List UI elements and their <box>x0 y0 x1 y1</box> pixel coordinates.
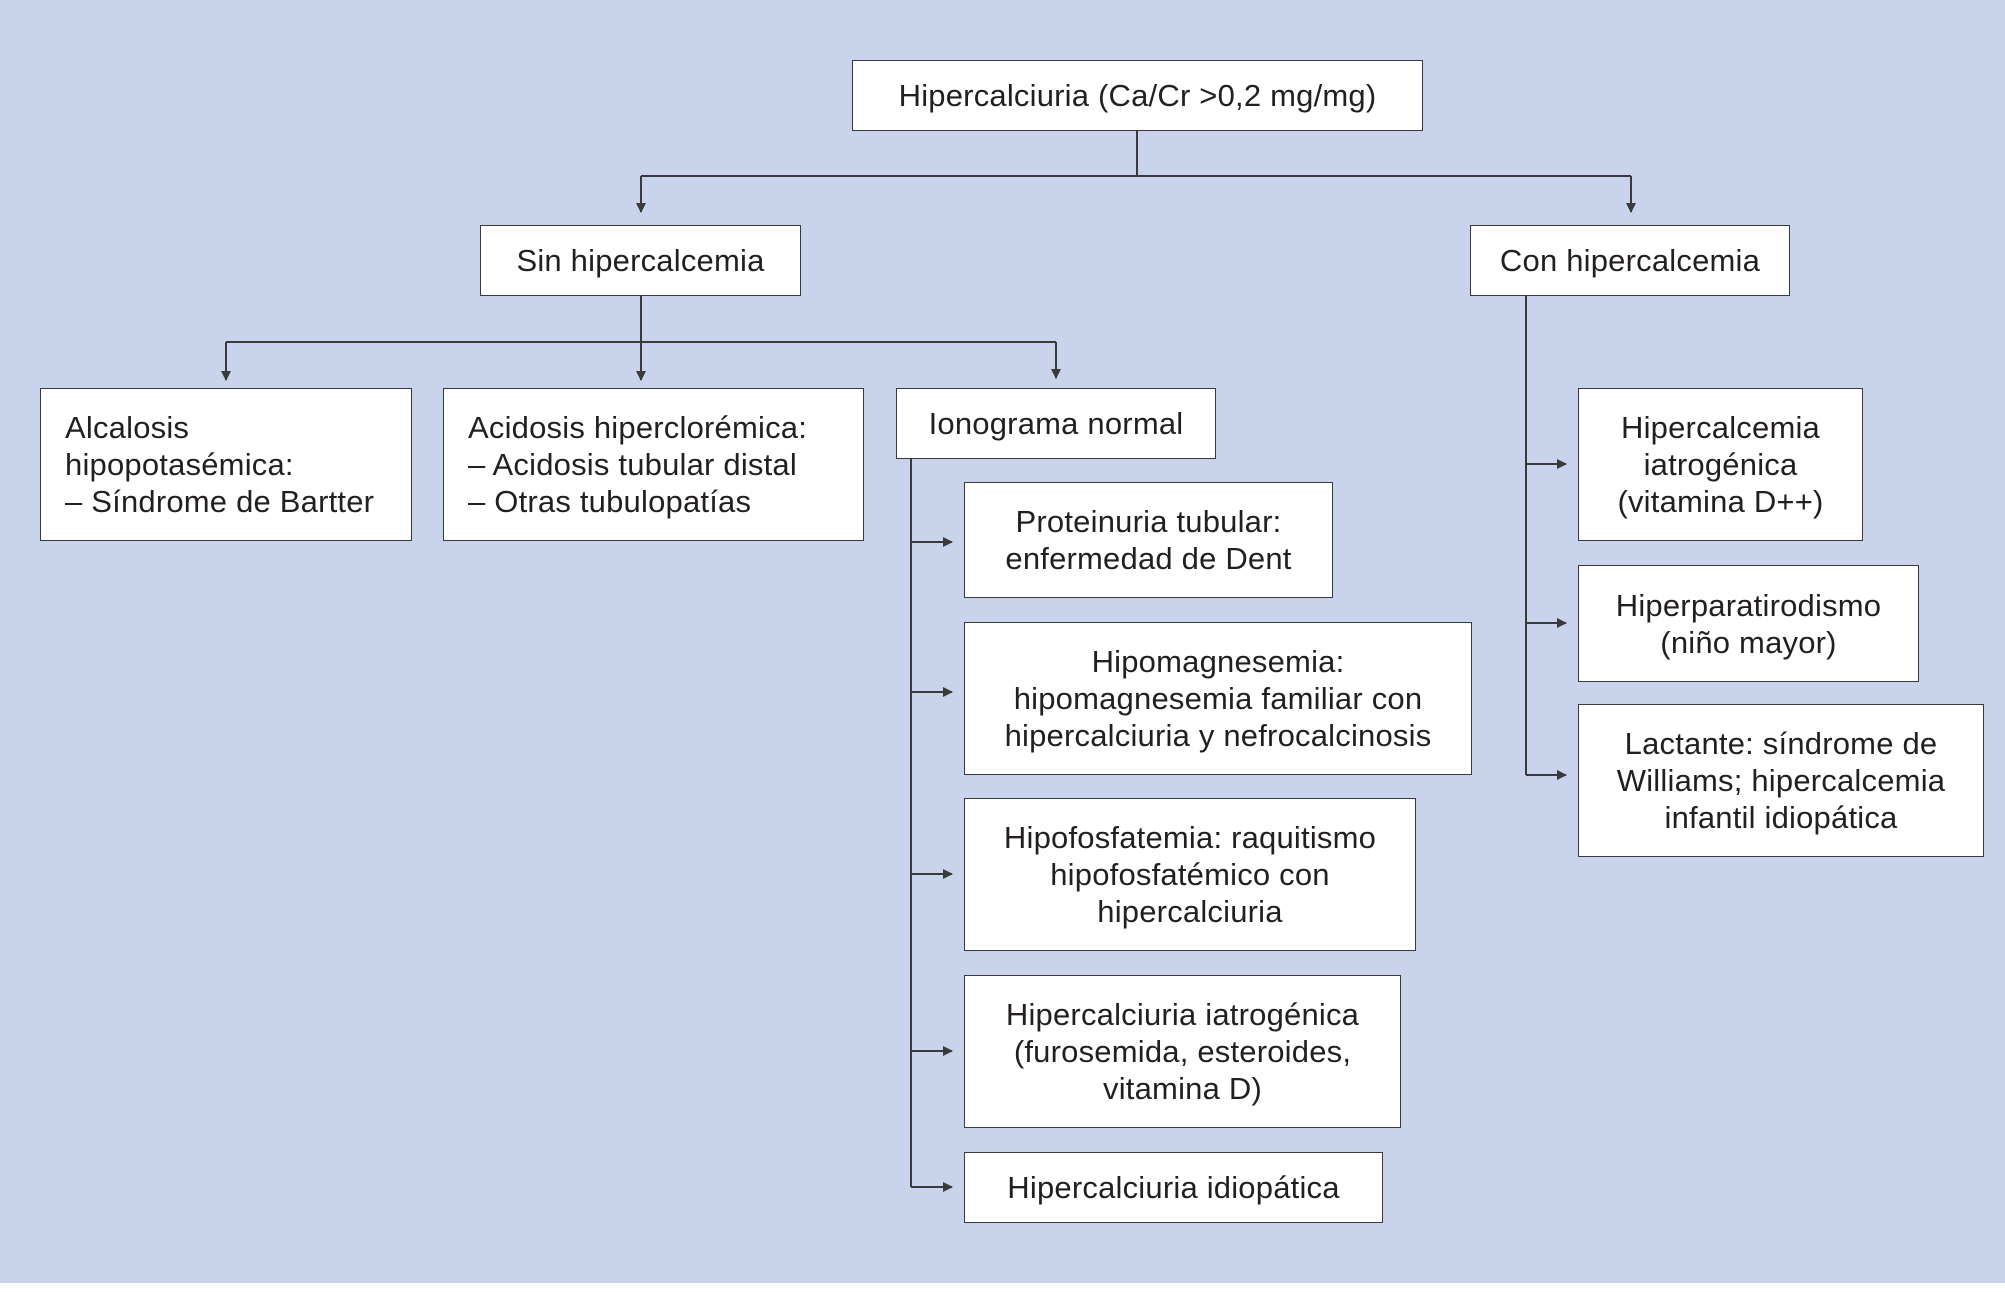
iatrogenica-line-1: Hipercalciuria iatrogénica <box>1005 997 1360 1032</box>
hipomagnesemia-line-1: Hipomagnesemia: <box>1091 644 1345 679</box>
hipercalcemia-iatrogenica-line-2: iatrogénica <box>1643 447 1798 482</box>
acidosis-box: Acidosis hiperclorémica: – Acidosis tubu… <box>443 388 864 541</box>
hiperparatiroidismo-line-2: (niño mayor) <box>1660 624 1837 660</box>
iatrogenica-line-2: (furosemida, esteroides, <box>1013 1034 1352 1069</box>
sin-hipercalcemia-label: Sin hipercalcemia <box>516 243 765 278</box>
lactante-box: Lactante: síndrome de Williams; hipercal… <box>1578 704 1984 857</box>
lactante-line-2: Williams; hipercalcemia <box>1616 763 1946 798</box>
iatrogenica-box: Hipercalciuria iatrogénica (furosemida, … <box>964 975 1401 1128</box>
iatrogenica-line-3: vitamina D) <box>1103 1071 1262 1106</box>
hipercalcemia-iatrogenica-line-1: Hipercalcemia <box>1621 410 1820 445</box>
proteinuria-box: Proteinuria tubular: enfermedad de Dent <box>964 482 1333 598</box>
acidosis-line-3: – Otras tubulopatías <box>468 484 752 519</box>
acidosis-line-2: – Acidosis tubular distal <box>468 447 797 482</box>
lactante-line-3: infantil idiopática <box>1664 800 1898 835</box>
hipercalcemia-iatrogenica-line-3: (vitamina D++) <box>1617 484 1824 519</box>
hiperparatiroidismo-line-1: Hiperparatirodismo <box>1615 587 1882 623</box>
con-hipercalcemia-box: Con hipercalcemia <box>1470 225 1790 296</box>
proteinuria-line-1: Proteinuria tubular: <box>1015 504 1282 539</box>
con-hipercalcemia-label: Con hipercalcemia <box>1499 243 1761 278</box>
alcalosis-box: Alcalosis hipopotasémica: – Síndrome de … <box>40 388 412 541</box>
lactante-line-1: Lactante: síndrome de <box>1624 726 1938 761</box>
hipomagnesemia-line-2: hipomagnesemia familiar con <box>1013 681 1423 716</box>
idiopatica-label: Hipercalciuria idiopática <box>1007 1170 1340 1205</box>
ionograma-box: Ionograma normal <box>896 388 1216 459</box>
hipofosfatemia-line-2: hipofosfatémico con <box>1050 857 1330 892</box>
hipomagnesemia-line-3: hipercalciuria y nefrocalcinosis <box>1004 718 1432 753</box>
root-label: Hipercalciuria (Ca/Cr >0,2 mg/mg) <box>898 78 1377 113</box>
hipofosfatemia-line-1: Hipofosfatemia: raquitismo <box>1003 820 1377 855</box>
alcalosis-line-2: hipopotasémica: <box>65 447 294 482</box>
root-box: Hipercalciuria (Ca/Cr >0,2 mg/mg) <box>852 60 1423 131</box>
acidosis-line-1: Acidosis hiperclorémica: <box>468 410 808 445</box>
hiperparatiroidismo-box: Hiperparatirodismo (niño mayor) <box>1578 565 1919 682</box>
proteinuria-line-2: enfermedad de Dent <box>1005 541 1292 576</box>
hipofosfatemia-box: Hipofosfatemia: raquitismo hipofosfatémi… <box>964 798 1416 951</box>
hipofosfatemia-line-3: hipercalciuria <box>1097 894 1283 929</box>
alcalosis-line-1: Alcalosis <box>65 410 190 445</box>
hipercalcemia-iatrogenica-box: Hipercalcemia iatrogénica (vitamina D++) <box>1578 388 1863 541</box>
alcalosis-line-3: – Síndrome de Bartter <box>65 484 375 519</box>
ionograma-label: Ionograma normal <box>928 406 1184 441</box>
sin-hipercalcemia-box: Sin hipercalcemia <box>480 225 801 296</box>
hipomagnesemia-box: Hipomagnesemia: hipomagnesemia familiar … <box>964 622 1472 775</box>
idiopatica-box: Hipercalciuria idiopática <box>964 1152 1383 1223</box>
